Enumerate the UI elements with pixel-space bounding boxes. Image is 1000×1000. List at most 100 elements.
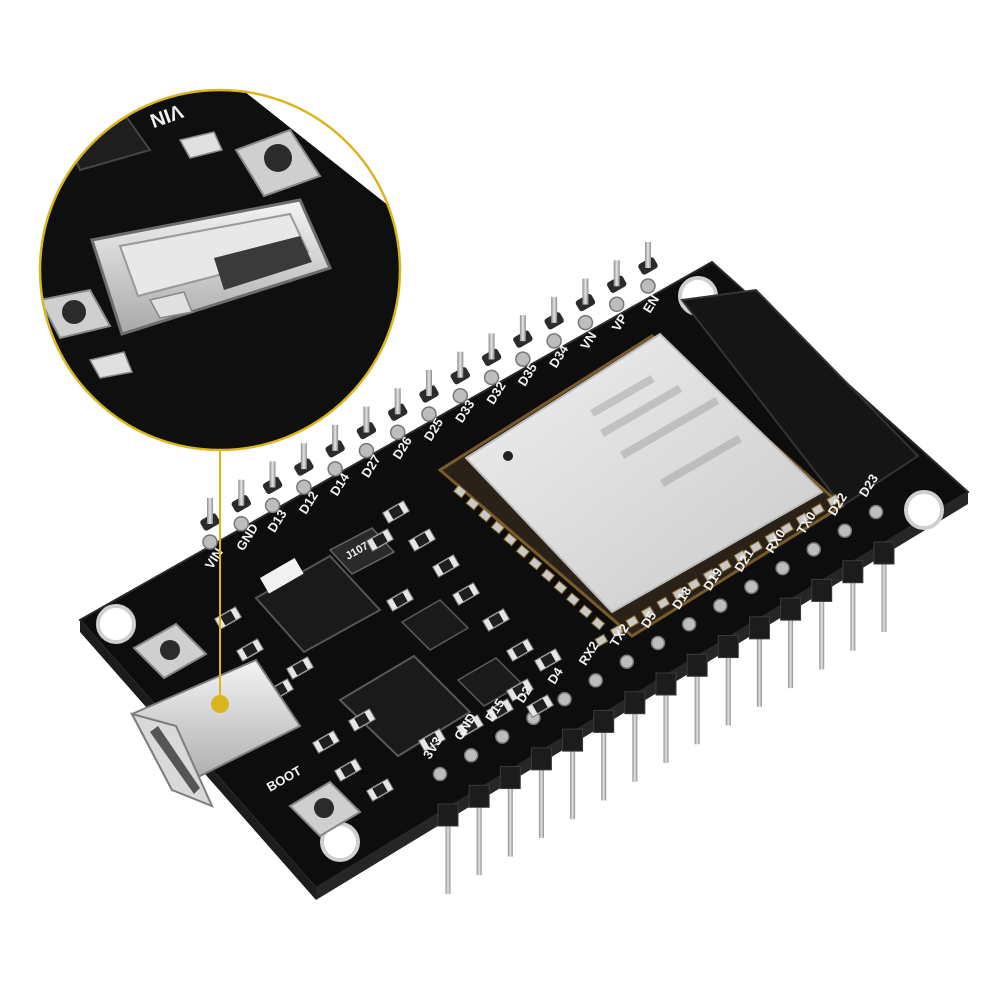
en-button[interactable] bbox=[132, 622, 208, 680]
top-pin bbox=[294, 443, 314, 495]
header-block bbox=[499, 766, 521, 790]
top-pin bbox=[450, 351, 470, 404]
pin-pad bbox=[681, 617, 697, 632]
module-pad bbox=[764, 531, 779, 545]
pin-pad bbox=[557, 691, 572, 707]
bottom-header-pins bbox=[445, 558, 887, 894]
header-block bbox=[437, 803, 459, 827]
module-pad bbox=[687, 577, 702, 592]
pin1-dot bbox=[503, 451, 513, 461]
transistor bbox=[400, 599, 470, 651]
module-pad bbox=[565, 592, 581, 607]
top-pin bbox=[544, 296, 564, 349]
boot-button[interactable] bbox=[288, 780, 362, 838]
module-pad bbox=[671, 587, 686, 601]
pin-pad bbox=[432, 766, 448, 782]
mounting-hole bbox=[904, 490, 944, 530]
module-pad bbox=[826, 493, 841, 508]
header-block bbox=[686, 653, 708, 677]
module-pad bbox=[795, 512, 810, 526]
module-pad bbox=[656, 596, 671, 610]
pin-pad bbox=[806, 542, 821, 557]
bottom-pin bbox=[445, 820, 451, 894]
module-pad bbox=[609, 624, 624, 638]
bottom-pin bbox=[476, 801, 482, 876]
bottom-pin bbox=[507, 782, 513, 857]
bottom-pin bbox=[850, 576, 856, 651]
header-block bbox=[717, 635, 739, 659]
silkscreen-block bbox=[259, 558, 304, 594]
top-pin bbox=[481, 333, 502, 386]
header-block bbox=[748, 616, 770, 640]
module-pad bbox=[591, 616, 606, 631]
bottom-pin bbox=[570, 745, 576, 820]
top-pin bbox=[325, 424, 345, 477]
pin-pad bbox=[619, 654, 635, 669]
module-pad bbox=[478, 508, 493, 523]
zoom-inset: VIN bbox=[38, 88, 402, 452]
usb-c-port bbox=[130, 658, 302, 808]
shield-engraving bbox=[590, 375, 742, 487]
module-pad bbox=[528, 556, 543, 571]
header-block bbox=[562, 728, 584, 752]
module-pad bbox=[625, 615, 640, 629]
bottom-pin bbox=[725, 651, 731, 726]
module-pad bbox=[465, 496, 480, 511]
module-pad bbox=[640, 605, 655, 620]
module-pad bbox=[594, 633, 609, 648]
header-block bbox=[624, 691, 646, 715]
module-pad bbox=[553, 580, 568, 595]
top-pin bbox=[388, 388, 408, 441]
bottom-pin-label: D2 bbox=[513, 683, 535, 705]
header-block bbox=[530, 747, 552, 771]
module-pad bbox=[503, 532, 518, 547]
inset-border bbox=[38, 88, 402, 452]
bottom-pin bbox=[819, 595, 825, 670]
header-block bbox=[811, 578, 833, 602]
bottom-pin-label: D5 bbox=[638, 609, 660, 631]
header-block bbox=[655, 672, 677, 696]
module-pad bbox=[515, 544, 530, 559]
button-cap[interactable] bbox=[314, 798, 334, 818]
bottom-pin bbox=[694, 670, 700, 745]
pin-pad bbox=[650, 635, 666, 651]
pin-pad bbox=[775, 560, 790, 576]
inset-button-cap bbox=[264, 144, 292, 172]
top-pin bbox=[607, 260, 627, 313]
callout-dot bbox=[211, 695, 229, 713]
module-pad bbox=[578, 604, 593, 619]
bottom-pin bbox=[538, 763, 544, 838]
module-pad bbox=[733, 549, 748, 564]
top-pin bbox=[638, 242, 658, 294]
header-block bbox=[842, 560, 864, 584]
header-block bbox=[873, 541, 895, 565]
pin-pad bbox=[837, 523, 853, 538]
bottom-pin bbox=[881, 558, 887, 632]
pin-pad bbox=[495, 729, 510, 744]
pin-pad bbox=[463, 748, 479, 763]
top-pin bbox=[419, 370, 439, 422]
mounting-hole bbox=[96, 604, 136, 644]
module-pad bbox=[490, 520, 505, 535]
button-cap[interactable] bbox=[160, 640, 180, 660]
top-pin bbox=[231, 479, 251, 532]
module-pad bbox=[718, 559, 733, 573]
top-pin bbox=[356, 406, 377, 459]
top-pin bbox=[262, 461, 283, 514]
pin-pad bbox=[588, 673, 603, 688]
header-block bbox=[780, 597, 802, 621]
top-pin bbox=[513, 315, 533, 367]
bottom-pin bbox=[632, 707, 638, 782]
pin-pad bbox=[713, 598, 728, 613]
module-pad bbox=[453, 484, 468, 499]
top-header-pins bbox=[200, 242, 658, 550]
header-block bbox=[593, 709, 615, 733]
top-pin bbox=[575, 278, 596, 331]
bottom-pin bbox=[788, 614, 794, 689]
rf-shield bbox=[464, 332, 824, 614]
antenna-area bbox=[680, 288, 920, 508]
bottom-pin bbox=[663, 689, 669, 763]
module-pad bbox=[810, 503, 825, 517]
